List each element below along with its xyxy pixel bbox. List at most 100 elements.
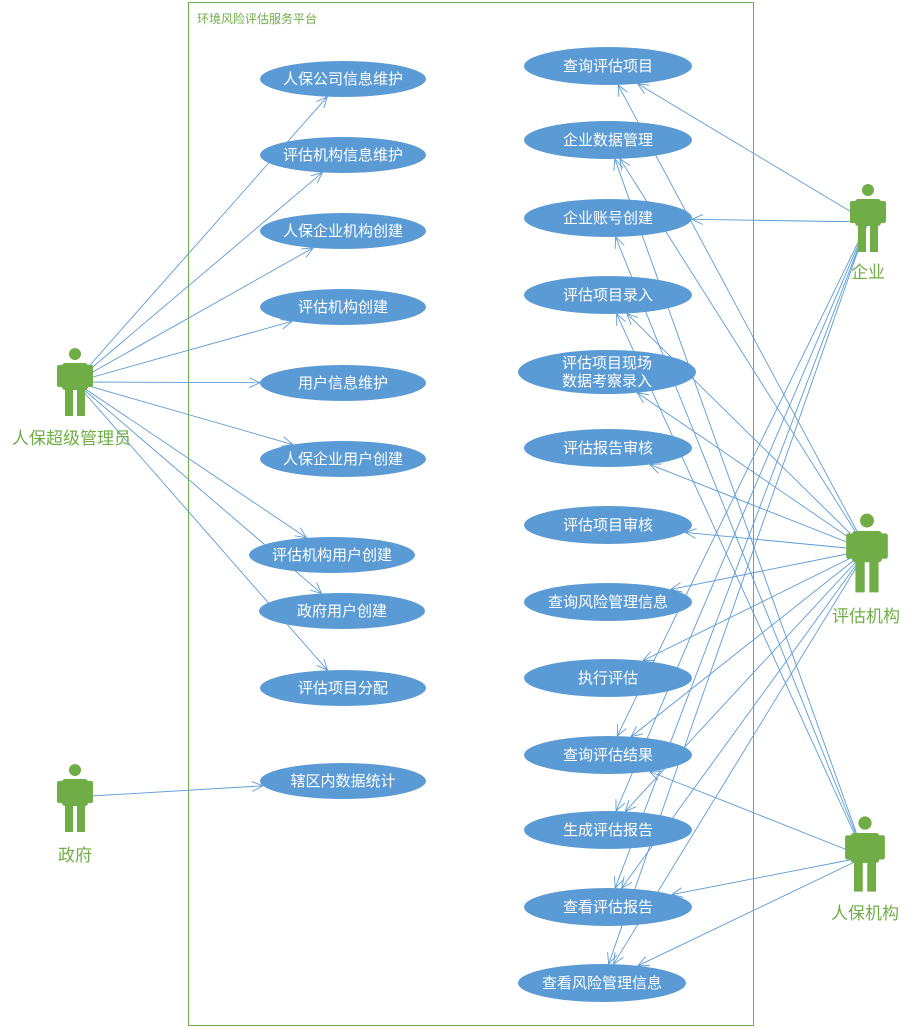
association-line [649,464,868,551]
association-arrowhead [316,96,328,103]
usecase-view-report[interactable]: 查看评估报告 [524,888,692,926]
association-line [616,221,869,737]
association-arrowhead [615,236,625,246]
usecase-report-review[interactable]: 评估报告审核 [524,429,692,467]
person-icon [57,348,93,416]
usecase-view-risk[interactable]: 查看风险管理信息 [518,964,686,1002]
usecase-enterprise-data[interactable]: 企业数据管理 [524,121,692,159]
association-arrowhead [691,214,704,220]
association-line [74,381,307,539]
association-line [74,247,314,383]
association-line [74,320,293,383]
association-arrowhead [691,218,703,225]
association-arrowhead [621,881,633,889]
usecase-agency-user-create[interactable]: 评估机构用户创建 [249,537,415,573]
association-arrowhead [649,771,659,781]
association-arrowhead [636,392,644,404]
usecase-gen-report[interactable]: 生成评估报告 [524,811,692,849]
usecase-gov-user-create[interactable]: 政府用户创建 [259,593,425,629]
association-arrowhead [685,528,697,533]
association-arrowhead [252,785,264,792]
actor-label-enterprise: 企业 [851,263,885,283]
association-arrowhead [248,382,261,388]
usecase-project-entry[interactable]: 评估项目录入 [524,276,692,314]
usecase-site-survey[interactable]: 评估项目现场 数据考察录入 [518,350,696,394]
association-arrowhead [323,96,328,109]
usecase-query-risk[interactable]: 查询风险管理信息 [524,583,692,621]
association-arrowhead [649,770,662,772]
association-arrowhead [316,664,328,671]
usecase-query-result[interactable]: 查询评估结果 [524,736,692,774]
association-arrowhead [649,463,662,465]
actor-picc-super-admin [56,347,94,417]
system-boundary: 环境风险评估服务平台 [188,2,754,1026]
association-arrowhead [626,313,639,319]
usecase-run-assessment[interactable]: 执行评估 [524,659,692,697]
association-line [649,771,866,858]
association-line [637,83,869,223]
association-arrowhead [310,589,322,594]
association-arrowhead [617,84,628,93]
association-arrowhead [621,876,625,889]
actor-label-picc-super-admin: 人保超级管理员 [12,429,131,449]
person-icon [845,816,885,892]
association-line [614,221,869,889]
usecase-picc-org-create[interactable]: 人保企业机构创建 [260,213,426,249]
association-arrowhead [617,84,620,97]
association-line [636,392,868,551]
person-icon [57,764,93,832]
association-arrowhead [608,955,618,965]
association-arrowhead [649,464,659,474]
association-line [615,236,866,858]
association-arrowhead [305,247,314,258]
association-arrowhead [614,876,616,889]
association-arrowhead [616,313,626,323]
association-arrowhead [637,83,645,94]
association-arrowhead [323,658,328,671]
actor-label-assessment-agency: 评估机构 [832,607,900,627]
actor-label-picc-org: 人保机构 [831,904,899,924]
association-arrowhead [619,158,631,166]
association-line [74,381,261,384]
association-arrowhead [642,651,651,662]
usecase-region-stats[interactable]: 辖区内数据统计 [260,763,426,799]
usecase-project-review[interactable]: 评估项目审核 [524,506,692,544]
association-arrowhead [316,172,323,184]
usecase-project-assign[interactable]: 评估项目分配 [260,670,426,706]
association-arrowhead [637,392,650,396]
association-arrowhead [625,806,637,812]
actor-government [56,763,94,833]
usecase-user-info[interactable]: 用户信息维护 [260,365,426,401]
association-line [642,549,868,662]
association-arrowhead [301,247,314,250]
association-line [74,381,294,446]
association-arrowhead [248,377,261,384]
association-arrowhead [630,725,638,737]
association-line [74,785,264,798]
association-arrowhead [613,952,616,965]
association-line [617,84,868,551]
association-arrowhead [626,313,632,325]
actor-enterprise [849,182,887,254]
system-title: 环境风险评估服务平台 [197,12,318,26]
association-line [671,856,866,896]
association-arrowhead [614,158,624,168]
usecase-agency-create[interactable]: 评估机构创建 [260,289,426,325]
association-line [691,218,869,223]
association-arrowhead [671,887,682,895]
usecase-enterprise-account[interactable]: 企业账号创建 [524,199,692,237]
association-line [630,549,868,738]
association-arrowhead [251,781,264,787]
association-arrowhead [637,83,650,86]
association-line [615,221,869,812]
usecase-picc-user-create[interactable]: 人保企业用户创建 [260,441,426,477]
usecase-picc-company-info[interactable]: 人保公司信息维护 [260,61,426,97]
usecase-query-project[interactable]: 查询评估项目 [524,47,692,85]
actor-label-government: 政府 [58,846,92,866]
association-line [626,313,868,551]
usecase-agency-info[interactable]: 评估机构信息维护 [260,137,426,173]
association-line [637,856,866,967]
association-arrowhead [316,582,323,594]
association-arrowhead [613,158,616,171]
association-arrowhead [616,728,627,737]
